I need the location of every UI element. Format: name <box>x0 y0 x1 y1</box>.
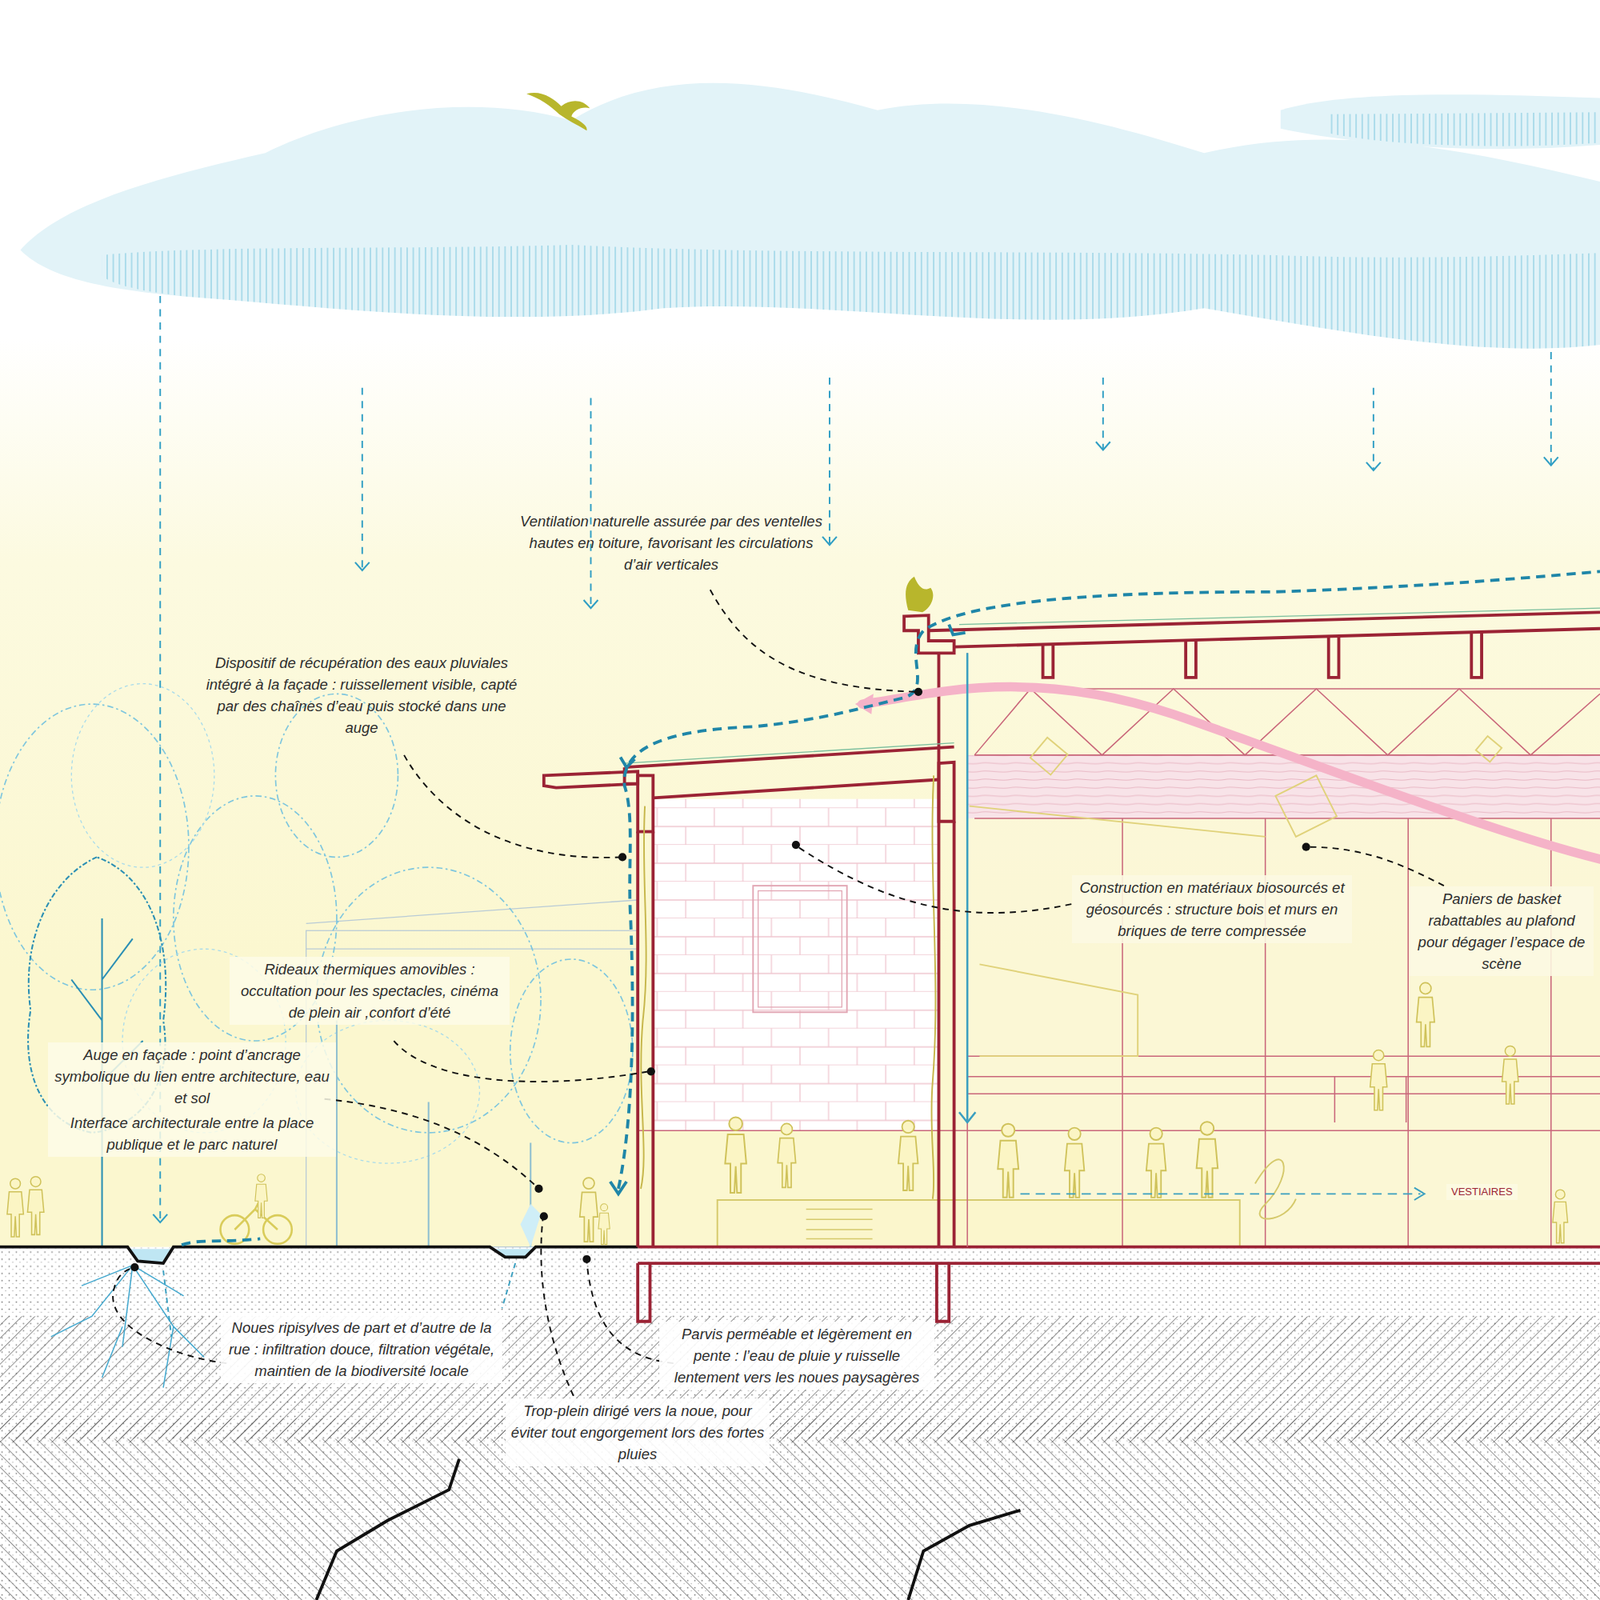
annotation-text: Trop-plein dirigé vers la noue, pour évi… <box>505 1398 770 1467</box>
annotation-text: Parvis perméable et légèrement en pente … <box>659 1321 935 1390</box>
annotation-text: Rideaux thermiques amovibles : occultati… <box>229 956 510 1025</box>
annotation-text: Interface architecturale entre la place … <box>48 1110 336 1157</box>
annotation-text: Construction en matériaux biosourcés et … <box>1072 875 1352 944</box>
annotation-text: Noues ripisylves de part et d’autre de l… <box>220 1315 503 1384</box>
annotation-text: VESTIAIRES <box>1446 1184 1518 1200</box>
annotation-text: Auge en façade : point d’ancrage symboli… <box>48 1042 336 1111</box>
annotation-text: Paniers de basket rabattables au plafond… <box>1409 886 1594 976</box>
annotation-text: Ventilation naturelle assurée par des ve… <box>511 508 832 577</box>
annotation-text: Dispositif de récupération des eaux pluv… <box>197 650 526 740</box>
